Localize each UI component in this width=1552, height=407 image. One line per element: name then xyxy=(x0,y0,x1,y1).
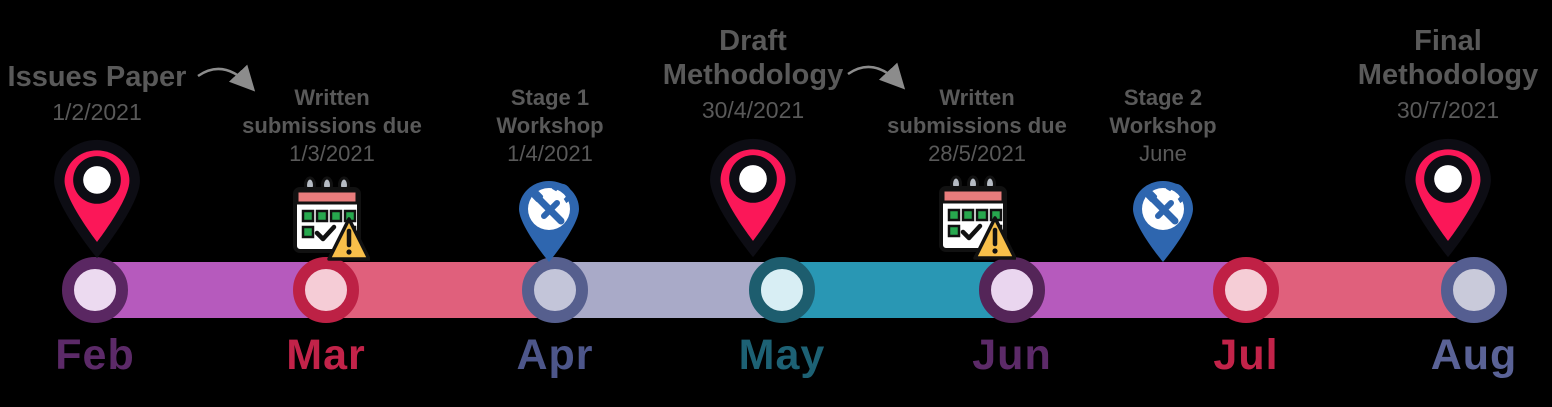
month-dot-apr xyxy=(522,257,588,323)
location-pin-icon xyxy=(54,139,140,259)
month-label-mar: Mar xyxy=(286,331,366,379)
milestone-date: 30/4/2021 xyxy=(701,97,805,123)
month-dot-aug xyxy=(1441,257,1507,323)
month-dot-feb xyxy=(62,257,128,323)
milestone-stage1-workshop: Stage 1 Workshop 1/4/2021 xyxy=(496,84,603,168)
milestone-date: 1/4/2021 xyxy=(507,141,593,166)
milestone-date: June xyxy=(1139,141,1187,166)
month-label-may: May xyxy=(738,331,826,379)
timeline-segment-may-jun xyxy=(782,262,1012,318)
month-dot-mar xyxy=(293,257,359,323)
curved-arrow-icon xyxy=(847,62,906,90)
milestone-title: Methodology xyxy=(1357,59,1539,91)
milestone-title: Written xyxy=(294,85,370,110)
timeline-segment-jun-jul xyxy=(1012,262,1246,318)
tools-pin-icon xyxy=(1133,181,1193,262)
milestone-title: Issues Paper xyxy=(7,61,187,93)
milestone-title: submissions due xyxy=(887,113,1067,138)
timeline-segment-apr-may xyxy=(555,262,782,318)
month-label-jun: Jun xyxy=(972,331,1052,379)
calendar-alert-icon xyxy=(293,176,370,261)
month-dot-may xyxy=(749,257,815,323)
milestone-title: Stage 2 xyxy=(1123,85,1203,110)
month-label-feb: Feb xyxy=(55,331,135,379)
milestone-date: 1/2/2021 xyxy=(52,99,142,125)
milestone-final-methodology: Final Methodology 30/7/2021 xyxy=(1358,24,1538,125)
month-dot-jul xyxy=(1213,257,1279,323)
timeline-segment-feb-mar xyxy=(95,262,326,318)
milestone-title: Draft xyxy=(719,25,787,57)
month-label-jul: Jul xyxy=(1213,331,1279,379)
milestone-date: 28/5/2021 xyxy=(928,141,1026,166)
calendar-alert-icon xyxy=(939,175,1016,260)
milestone-draft-methodology: Draft Methodology 30/4/2021 xyxy=(663,24,843,125)
tools-pin-icon xyxy=(519,181,579,262)
timeline-segment-mar-apr xyxy=(326,262,555,318)
milestone-title: Final xyxy=(1414,25,1482,57)
location-pin-icon xyxy=(710,138,796,258)
milestone-written-submissions-2: Written submissions due 28/5/2021 xyxy=(887,84,1067,168)
milestone-title: Workshop xyxy=(496,113,604,138)
milestone-issues-paper: Issues Paper 1/2/2021 xyxy=(8,60,187,127)
milestone-date: 1/3/2021 xyxy=(289,141,375,166)
milestone-written-submissions-1: Written submissions due 1/3/2021 xyxy=(242,84,422,168)
location-pin-icon xyxy=(1405,138,1491,258)
milestone-title: Stage 1 xyxy=(510,85,590,110)
month-label-aug: Aug xyxy=(1430,331,1518,379)
milestone-title: Methodology xyxy=(662,59,844,91)
month-label-apr: Apr xyxy=(516,331,594,379)
curved-arrow-icon xyxy=(197,64,256,92)
milestone-stage2-workshop: Stage 2 Workshop June xyxy=(1109,84,1216,168)
milestone-title: submissions due xyxy=(242,113,422,138)
milestone-title: Workshop xyxy=(1109,113,1217,138)
milestone-title: Written xyxy=(939,85,1015,110)
milestone-date: 30/7/2021 xyxy=(1396,97,1500,123)
month-dot-jun xyxy=(979,257,1045,323)
timeline-segment-jul-aug xyxy=(1246,262,1474,318)
